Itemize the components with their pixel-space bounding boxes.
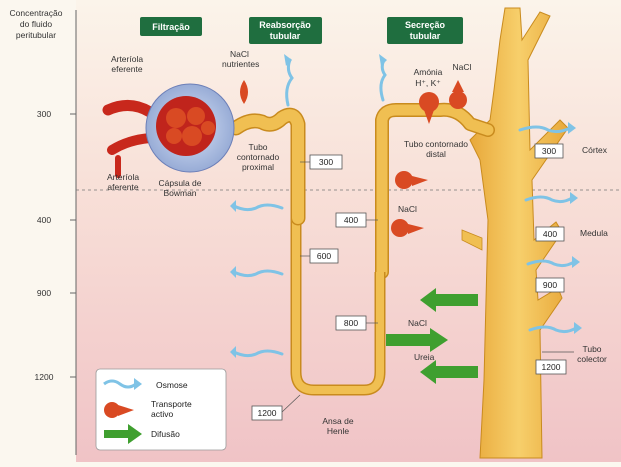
label-nacl-diffusion: NaCl [408, 318, 427, 328]
label-medulla: Medula [580, 228, 608, 238]
value-box-ascending-upper-text: 400 [344, 215, 358, 225]
header-secretion: Secreção tubular [387, 17, 463, 44]
label-collecting-duct-1: Tubo [582, 344, 601, 354]
label-efferent-arteriole-2: eferente [111, 64, 142, 74]
label-nacl-ascending: NaCl [398, 204, 417, 214]
header-filtration: Filtração [140, 17, 202, 36]
label-nacl-nutrients-1: NaCl [230, 49, 249, 59]
legend-active-transport-label-1: Transporte [151, 399, 192, 409]
value-box-collect-900-text: 900 [543, 280, 557, 290]
header-reabsorption: Reabsorção tubular [249, 17, 322, 44]
value-box-collect-1200: 1200 [536, 360, 566, 374]
label-collecting-duct-2: colector [577, 354, 607, 364]
header-reabsorption-line-2: tubular [270, 31, 301, 41]
legend-osmosis-label: Osmose [156, 380, 188, 390]
label-proximal-tubule-2: contornado [237, 152, 280, 162]
label-afferent-arteriole-1: Arteríola [107, 172, 139, 182]
label-afferent-arteriole-2: aferente [107, 182, 138, 192]
axis-title-line-2: do fluido [20, 19, 52, 29]
legend-active-transport-label-2: activo [151, 409, 173, 419]
label-loop-henle-2: Henle [327, 426, 349, 436]
axis-title-line-3: peritubular [16, 30, 56, 40]
label-loop-henle-1: Ansa de [322, 416, 353, 426]
label-ions: H⁺, K⁺ [415, 78, 441, 88]
header-filtration-text: Filtração [152, 22, 190, 32]
axis-background [0, 0, 76, 462]
value-box-proximal-text: 300 [319, 157, 333, 167]
label-urea: Ureia [414, 352, 435, 362]
label-bowman-capsule-1: Cápsula de [158, 178, 201, 188]
value-box-ascending-lower-text: 800 [344, 318, 358, 328]
header-secretion-line-1: Secreção [405, 20, 446, 30]
value-box-collect-300: 300 [535, 144, 563, 158]
label-distal-tubule-2: distal [426, 149, 446, 159]
label-nacl-secretion: NaCl [453, 62, 472, 72]
value-box-loop-text: 1200 [258, 408, 277, 418]
label-bowman-capsule-2: Bowman [163, 188, 196, 198]
value-box-descending-text: 600 [317, 251, 331, 261]
label-cortex: Córtex [582, 145, 608, 155]
axis-title-line-1: Concentração [10, 8, 63, 18]
label-nacl-nutrients-2: nutrientes [222, 59, 259, 69]
label-distal-tubule-1: Tubo contornado [404, 139, 468, 149]
axis-tick-label: 1200 [35, 372, 54, 382]
legend-diffusion-label: Difusão [151, 429, 180, 439]
value-box-collect-300-text: 300 [542, 146, 556, 156]
value-box-collect-400: 400 [536, 227, 564, 241]
axis-tick-label: 400 [37, 215, 51, 225]
label-efferent-arteriole-1: Arteríola [111, 54, 143, 64]
header-reabsorption-line-1: Reabsorção [259, 20, 311, 30]
label-proximal-tubule-3: proximal [242, 162, 274, 172]
value-box-collect-400-text: 400 [543, 229, 557, 239]
label-ammonia: Amónia [414, 67, 443, 77]
axis-tick-label: 300 [37, 109, 51, 119]
value-box-collect-900: 900 [536, 278, 564, 292]
value-box-collect-1200-text: 1200 [542, 362, 561, 372]
axis-tick-label: 900 [37, 288, 51, 298]
legend: Osmose Transporte activo Difusão [96, 369, 226, 450]
label-proximal-tubule-1: Tubo [248, 142, 267, 152]
header-secretion-line-2: tubular [410, 31, 441, 41]
